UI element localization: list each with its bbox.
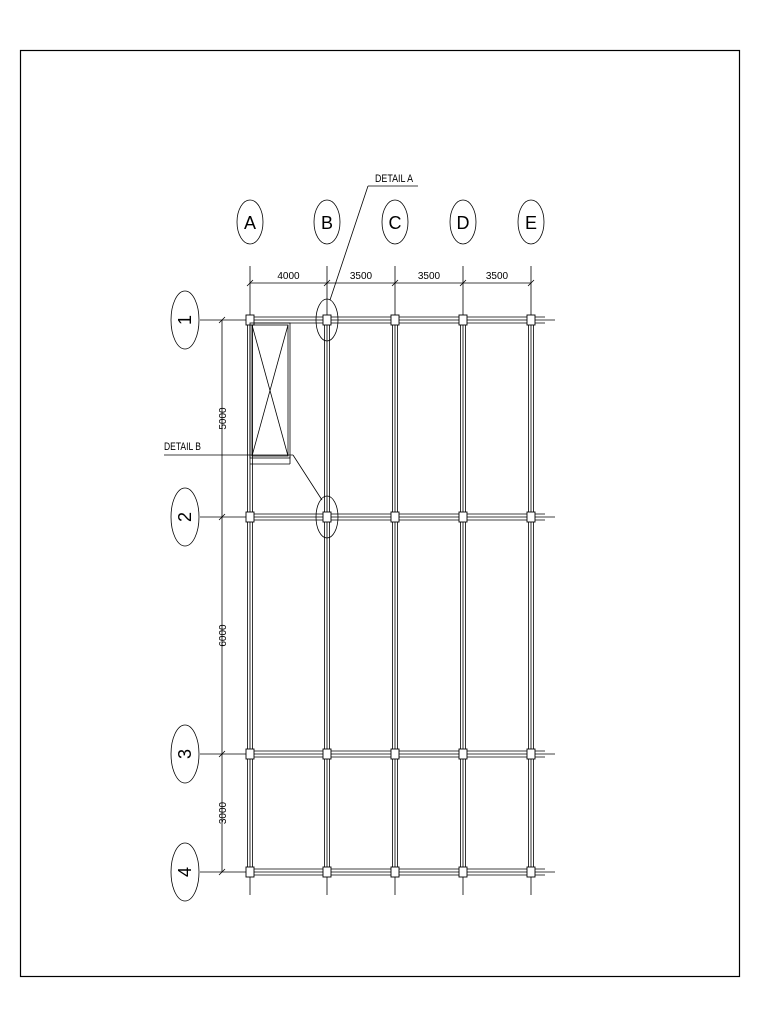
dimension-tick-A <box>246 279 254 287</box>
dimension-tick-C <box>391 279 399 287</box>
column-A2 <box>245 511 255 523</box>
column-D3 <box>458 748 468 760</box>
column-spacing-B-C: 3500 <box>350 271 373 282</box>
column-markers <box>245 314 536 878</box>
detail-a-label: DETAIL A <box>375 173 414 185</box>
detail-b-label: DETAIL B <box>164 441 201 453</box>
column-D1 <box>458 314 468 326</box>
dimension-tick-B <box>323 279 331 287</box>
column-B1 <box>322 314 332 326</box>
grid-bubble-1: 1 <box>170 290 200 350</box>
grid-bubble-4: 4 <box>170 842 200 902</box>
dimension-tick-D <box>459 279 467 287</box>
column-spacing-A-B: 4000 <box>277 271 300 282</box>
row-dimension-tick-4 <box>218 868 226 876</box>
grid-bubble-B: B <box>313 199 341 245</box>
grid-label-4: 4 <box>175 867 195 877</box>
grid-bubble-D: D <box>449 199 477 245</box>
column-C3 <box>390 748 400 760</box>
grid-label-1: 1 <box>175 315 195 325</box>
opening-cross <box>249 322 291 465</box>
column-E4 <box>526 866 536 878</box>
beam-lines <box>200 266 555 895</box>
dimension-lines: 4000 3500 3500 3500 5000 6000 3000 <box>218 271 535 876</box>
grid-label-3: 3 <box>175 749 195 759</box>
grid-bubble-A: A <box>236 199 264 245</box>
detail-a-callout: DETAIL A <box>315 173 418 342</box>
dimension-tick-E <box>527 279 535 287</box>
column-spacing-D-E: 3500 <box>486 271 509 282</box>
grid-bubble-2: 2 <box>170 487 200 547</box>
grid-label-E: E <box>525 213 537 233</box>
row-dimension-tick-2 <box>218 513 226 521</box>
column-C2 <box>390 511 400 523</box>
column-spacing-C-D: 3500 <box>418 271 441 282</box>
grid-label-C: C <box>389 213 402 233</box>
column-A4 <box>245 866 255 878</box>
grid-bubble-3: 3 <box>170 724 200 784</box>
row-dimension-tick-3 <box>218 750 226 758</box>
grid-bubble-C: C <box>381 199 409 245</box>
sheet-border <box>19 49 741 978</box>
column-B4 <box>322 866 332 878</box>
column-B2 <box>322 511 332 523</box>
column-C1 <box>390 314 400 326</box>
column-B3 <box>322 748 332 760</box>
row-dimension-tick-1 <box>218 316 226 324</box>
column-E1 <box>526 314 536 326</box>
column-D2 <box>458 511 468 523</box>
grid-label-D: D <box>457 213 470 233</box>
column-E2 <box>526 511 536 523</box>
grid-label-2: 2 <box>175 512 195 522</box>
column-C4 <box>390 866 400 878</box>
column-E3 <box>526 748 536 760</box>
grid-bubble-E: E <box>517 199 545 245</box>
detail-b-callout: DETAIL B <box>164 441 339 539</box>
row-spacing-2-3: 6000 <box>218 624 229 647</box>
grid-label-A: A <box>244 213 256 233</box>
grid-bubbles: A B C D E 1 2 3 4 <box>170 199 545 902</box>
column-A3 <box>245 748 255 760</box>
column-D4 <box>458 866 468 878</box>
row-spacing-1-2: 5000 <box>218 407 229 430</box>
grid-label-B: B <box>321 213 333 233</box>
row-spacing-3-4: 3000 <box>218 801 229 824</box>
